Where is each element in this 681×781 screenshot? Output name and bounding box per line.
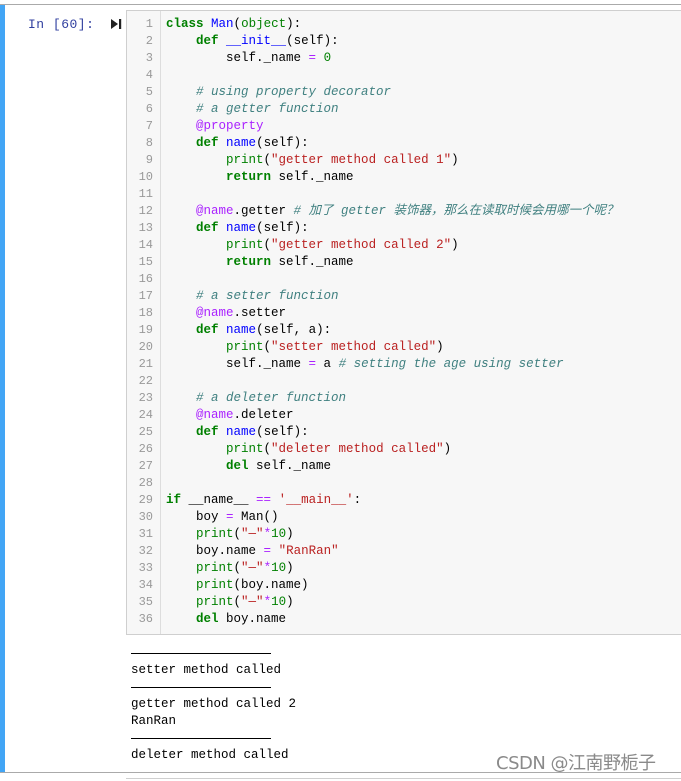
code-line: 34 print(boy.name) xyxy=(138,578,309,592)
code-line: 17 # a setter function xyxy=(138,289,339,303)
code-line: 16 xyxy=(138,272,153,286)
run-cell-icon[interactable] xyxy=(110,18,122,30)
code-line: 26 print("deleter method called") xyxy=(138,442,452,456)
code-line: 21 self._name = a # setting the age usin… xyxy=(138,357,564,371)
code-line: 30 boy = Man() xyxy=(138,510,279,524)
code-line: 31 print("—"*10) xyxy=(138,527,294,541)
code-line: 2 def __init__(self): xyxy=(145,34,339,48)
cell-output: setter method called getter method calle… xyxy=(131,645,671,764)
input-prompt: In [60]: xyxy=(28,17,95,32)
code-line: 14 print("getter method called 2") xyxy=(138,238,459,252)
output-separator-line xyxy=(131,645,671,662)
code-line: 12 @name.getter # 加了 getter 装饰器，那么在读取时候会… xyxy=(138,204,619,218)
csdn-watermark: CSDN @江南野栀子 xyxy=(496,753,656,774)
line-number-gutter xyxy=(127,11,161,634)
code-line: 27 del self._name xyxy=(138,459,332,473)
code-line: 28 xyxy=(138,476,153,490)
code-line: 8 def name(self): xyxy=(145,136,309,150)
code-line: 25 def name(self): xyxy=(138,425,309,439)
code-line: 7 @property xyxy=(145,119,264,133)
code-line: 10 return self._name xyxy=(138,170,354,184)
output-separator-line xyxy=(131,679,671,696)
output-line: RanRan xyxy=(131,714,177,728)
code-line: 6 # a getter function xyxy=(145,102,339,116)
code-line: 32 boy.name = "RanRan" xyxy=(138,544,339,558)
code-line: 36 del boy.name xyxy=(138,612,287,626)
code-line: 3 self._name = 0 xyxy=(145,51,332,65)
code-line: 4 xyxy=(145,68,153,82)
code-line: 13 def name(self): xyxy=(138,221,309,235)
notebook-top-border xyxy=(0,4,681,5)
next-cell-edge xyxy=(126,778,681,779)
code-line: 35 print("—"*10) xyxy=(138,595,294,609)
code-line: 5 # using property decorator xyxy=(145,85,392,99)
output-separator-line xyxy=(131,730,671,747)
code-line: 20 print("setter method called") xyxy=(138,340,444,354)
output-line: getter method called 2 xyxy=(131,697,297,711)
code-line: 15 return self._name xyxy=(138,255,354,269)
output-line: setter method called xyxy=(131,663,282,677)
output-line: deleter method called xyxy=(131,748,289,762)
code-line: 19 def name(self, a): xyxy=(138,323,332,337)
code-line: 33 print("—"*10) xyxy=(138,561,294,575)
code-line: 23 # a deleter function xyxy=(138,391,347,405)
code-line: 9 print("getter method called 1") xyxy=(145,153,459,167)
cell-selection-bar xyxy=(0,5,5,772)
code-line: 24 @name.deleter xyxy=(138,408,294,422)
code-line: 22 xyxy=(138,374,153,388)
code-line: 18 @name.setter xyxy=(138,306,287,320)
code-line: 11 xyxy=(138,187,153,201)
cell-bottom-border xyxy=(0,772,681,773)
